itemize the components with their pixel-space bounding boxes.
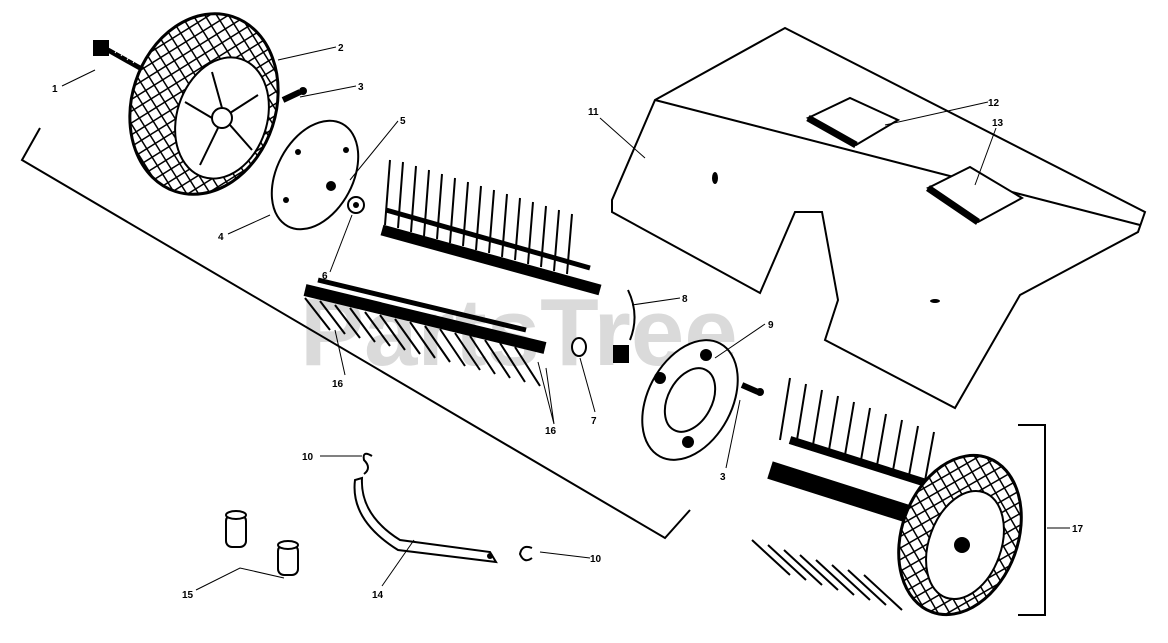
shoulder-bolt	[93, 40, 142, 71]
callout-10: 10	[302, 452, 314, 463]
spring-tab	[613, 289, 636, 363]
tine-reel	[380, 159, 602, 296]
callout-14: 14	[372, 590, 384, 601]
callout-16: 16	[545, 426, 557, 437]
callout-12: 12	[988, 98, 1000, 109]
callout-10b: 10	[590, 554, 602, 565]
assembly-bracket	[20, 127, 691, 540]
callouts: 1 2 3 4 5 6 7 8 9 3 10 10 11 12 13 14 15…	[52, 43, 1084, 601]
callout-4: 4	[218, 232, 224, 243]
hub-plate	[270, 119, 360, 231]
callout-9: 9	[768, 320, 774, 331]
hub-flange	[641, 339, 739, 461]
tine-set	[303, 277, 547, 387]
callout-8: 8	[682, 294, 688, 305]
wheel	[128, 12, 280, 196]
assembled-reel	[751, 377, 1023, 617]
callout-5: 5	[400, 116, 406, 127]
leader-lines	[61, 46, 1070, 591]
callout-3b: 3	[720, 472, 726, 483]
deflector-shield	[611, 26, 1147, 410]
screw	[281, 87, 307, 103]
grommets	[225, 510, 299, 576]
callout-17: 17	[1072, 524, 1084, 535]
handle-bracket	[353, 476, 498, 564]
warning-decal	[926, 165, 1025, 225]
callout-1: 1	[52, 84, 58, 95]
callout-7: 7	[591, 416, 597, 427]
s-hook	[362, 452, 533, 562]
callout-13: 13	[992, 118, 1004, 129]
decal-label	[805, 96, 901, 149]
spacer	[571, 337, 587, 357]
callout-11: 11	[588, 107, 599, 118]
hex-nut	[347, 196, 365, 214]
callout-15: 15	[182, 590, 194, 601]
callout-16b: 16	[332, 379, 344, 390]
assembly-bracket-17	[1018, 424, 1046, 616]
flange-bolt	[740, 382, 764, 396]
callout-6: 6	[322, 271, 328, 282]
callout-2: 2	[338, 43, 344, 54]
callout-3: 3	[358, 82, 364, 93]
